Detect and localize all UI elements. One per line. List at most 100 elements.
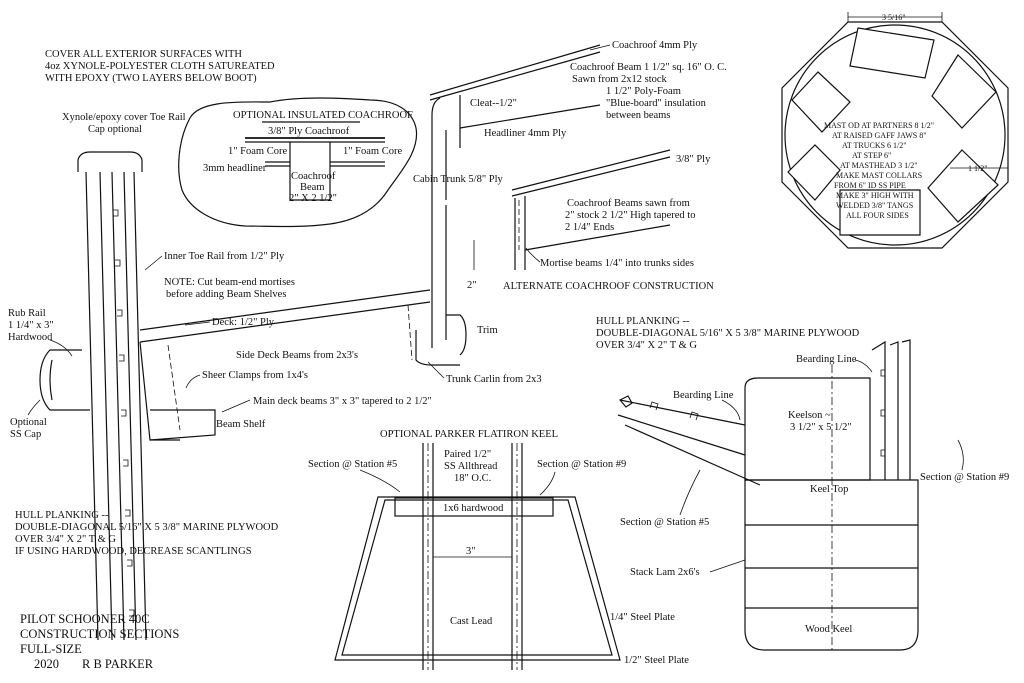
keel-section-right: HULL PLANKING -- DOUBLE-DIAGONAL 5/16" X… xyxy=(596,316,1009,651)
coachroof-ply-bottom xyxy=(429,51,601,101)
sheer-clamp-leader xyxy=(185,374,201,389)
alt-beam-label-1: Coachroof Beams sawn from xyxy=(567,198,690,209)
foam-label-3: between beams xyxy=(606,110,670,121)
coachroof-edge-curve xyxy=(431,97,441,116)
cover-note-line1: COVER ALL EXTERIOR SURFACES WITH xyxy=(45,49,242,60)
trunk-carlin-label: Trunk Carlin from 2x3 xyxy=(446,374,542,385)
headliner-4mm-label: Headliner 4mm Ply xyxy=(484,128,567,139)
planking-note-line1: HULL PLANKING -- xyxy=(15,510,109,521)
mast-dim-side: 1 1/2" xyxy=(968,164,988,173)
inner-toe-rail-label: Inner Toe Rail from 1/2" Ply xyxy=(164,251,285,262)
beam-outline xyxy=(289,142,331,201)
alternate-coachroof-title: ALTERNATE COACHROOF CONSTRUCTION xyxy=(503,281,714,292)
cover-note-line3: WITH EPOXY (TWO LAYERS BELOW BOOT) xyxy=(45,73,257,84)
mast-note-10: ALL FOUR SIDES xyxy=(846,211,909,220)
main-deck-beams-label: Main deck beams 3" x 3" tapered to 2 1/2… xyxy=(253,396,432,407)
hardwood-label: 1x6 hardwood xyxy=(443,503,504,514)
trim-profile xyxy=(446,314,467,356)
coachroof-beam-label-2: Sawn from 2x12 stock xyxy=(572,74,668,85)
carlin-block xyxy=(415,330,460,366)
sheer-clamp-hidden xyxy=(167,344,181,431)
cabin-trunk-section: Cleat--1/2" Coachroof 4mm Ply Coachroof … xyxy=(407,40,727,385)
rub-rail-inner xyxy=(49,359,53,401)
main-beams-leader xyxy=(221,399,251,413)
alt-beam-label-2: 2" stock 2 1/2" High tapered to xyxy=(565,210,695,221)
rub-rail xyxy=(39,349,90,411)
trim-label: Trim xyxy=(477,325,498,336)
mast-note-9: WELDED 3/8" TANGS xyxy=(836,201,913,210)
diag-plank-notches xyxy=(649,401,699,421)
hull-outer-line xyxy=(85,171,99,641)
rub-rail-leader xyxy=(49,339,73,357)
keel-inner-outline xyxy=(341,499,613,656)
keel-st9-leader xyxy=(957,439,964,471)
foam-label-1: 1 1/2" Poly-Foam xyxy=(606,86,681,97)
st9-leader xyxy=(539,471,556,496)
allthread-left xyxy=(422,443,434,670)
allthread-label-2: SS Allthread xyxy=(444,461,498,472)
keel-top-label: Keel Top xyxy=(810,484,848,495)
mast-note-8: MAKE 3" HIGH WITH xyxy=(836,191,914,200)
mast-note-7: FROM 6" ID SS PIPE xyxy=(834,181,906,190)
right-plank-1 xyxy=(871,340,886,480)
bearding-line-top-label: Bearding Line xyxy=(796,354,857,365)
bearding-left-leader xyxy=(721,399,741,421)
mortise-leader xyxy=(525,247,541,263)
title-line1: PILOT SCHOONER 40C xyxy=(20,612,150,626)
beam-label-2: Beam xyxy=(300,182,325,193)
carlin-hidden xyxy=(407,304,413,361)
deck-bottom-line xyxy=(139,301,431,343)
stack-lam-leader xyxy=(709,559,746,573)
mast-note-4: AT STEP 6" xyxy=(852,151,891,160)
insulated-coachroof-detail: OPTIONAL INSULATED COACHROOF 3/8" Ply Co… xyxy=(178,97,418,228)
flatiron-keel-section: OPTIONAL PARKER FLATIRON KEEL Section @ … xyxy=(308,429,689,670)
tongue-groove-notches xyxy=(113,209,135,617)
deck-top-line xyxy=(139,289,431,331)
side-deck-beams-label: Side Deck Beams from 2x3's xyxy=(236,350,358,361)
dim-2in-label: 2" xyxy=(467,280,477,291)
rub-rail-label-2: 1 1/4" x 3" xyxy=(8,320,54,331)
toe-rail-label-2: Cap optional xyxy=(88,124,142,135)
steel-plate-12-label: 1/2" Steel Plate xyxy=(624,655,689,666)
ply-coachroof-label: 3/8" Ply Coachroof xyxy=(268,126,350,137)
cover-note-line2: 4oz XYNOLE-POLYESTER CLOTH SATUREATED xyxy=(45,61,275,72)
hull-plank-line-3 xyxy=(123,171,137,641)
right-plank-3 xyxy=(901,339,911,480)
rub-rail-label-1: Rub Rail xyxy=(8,308,46,319)
toe-rail-label-1: Xynole/epoxy cover Toe Rail xyxy=(62,112,186,123)
beam-mortise-note-2: before adding Beam Shelves xyxy=(166,289,286,300)
beam-label-1: Coachroof xyxy=(291,171,336,182)
bearding-top-leader xyxy=(854,359,873,373)
beam-shelf-label: Beam Shelf xyxy=(216,419,266,430)
deck-ply-label: Deck: 1/2" Ply xyxy=(212,317,275,328)
mast-section: 3 5/16" 1 1/2" MAST OD AT PARTNERS 8 1/2… xyxy=(781,12,1009,249)
keel-station9-label: Section @ Station #9 xyxy=(920,472,1009,483)
stack-lam-label: Stack Lam 2x6's xyxy=(630,567,700,578)
planking-note-line2: DOUBLE-DIAGONAL 5/16" X 5 3/8" MARINE PL… xyxy=(15,522,279,533)
diag-plank-bottom xyxy=(624,424,761,486)
title-author: R B PARKER xyxy=(82,657,154,671)
allthread-label-1: Paired 1/2" xyxy=(444,449,491,460)
wood-keel-label: Wood Keel xyxy=(805,624,852,635)
keel-station5-label: Section @ Station #5 xyxy=(620,517,709,528)
cast-lead-label: Cast Lead xyxy=(450,616,493,627)
ss-cap-label-1: Optional xyxy=(10,417,47,428)
mast-note-5: AT MASTHEAD 3 1/2" xyxy=(840,161,918,170)
foam-core-left-label: 1" Foam Core xyxy=(228,146,287,157)
stave-bottom-right xyxy=(927,149,999,223)
toe-rail-cap xyxy=(77,151,143,172)
hardwood-block xyxy=(394,497,554,517)
dim-3in-label: 3" xyxy=(466,546,476,557)
keelson-label-1: Keelson ~ xyxy=(788,410,831,421)
bearding-line-left-label: Bearding Line xyxy=(673,390,734,401)
keel-planking-line1: HULL PLANKING -- xyxy=(596,316,690,327)
deck-ply-leader xyxy=(184,321,211,326)
ss-cap-label-2: SS Cap xyxy=(10,429,41,440)
coachroof-beam-label-1: Coachroof Beam 1 1/2" sq. 16" O. C. xyxy=(570,62,727,73)
mast-octagon xyxy=(781,21,1009,249)
diag-plank-end xyxy=(619,395,633,408)
planking-note-line3: OVER 3/4" X 2" T & G xyxy=(15,534,116,545)
alt-roof-bottom xyxy=(511,156,671,197)
hull-inner-line xyxy=(133,171,147,641)
